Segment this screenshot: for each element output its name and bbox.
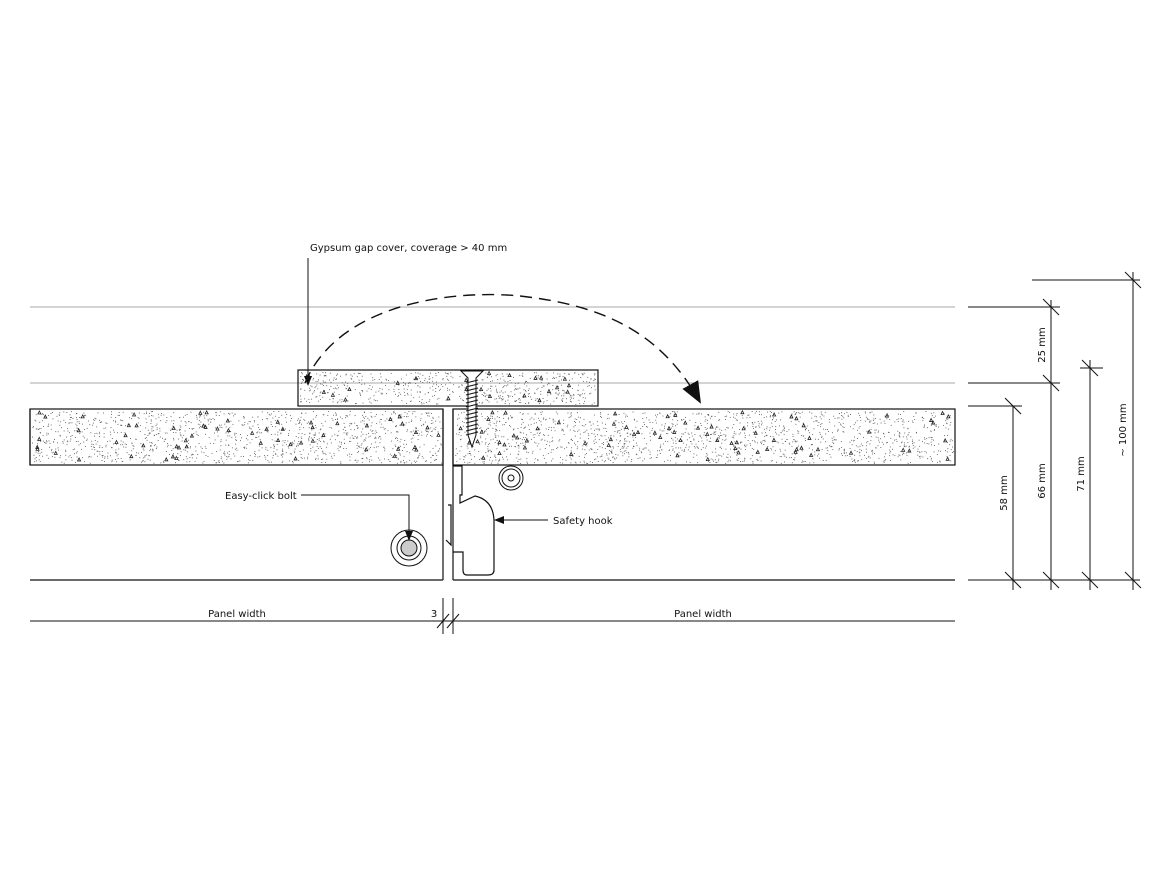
fixing-washer-icon	[498, 465, 524, 491]
bolt-label: Easy-click bolt	[225, 491, 297, 502]
right-panel-gypsum	[452, 408, 956, 466]
dim-58mm: 58 mm	[999, 475, 1010, 510]
safety-hook-icon	[445, 465, 495, 576]
panel-width-right-label: Panel width	[674, 609, 732, 620]
gap-cover-label: Gypsum gap cover, coverage > 40 mm	[310, 243, 507, 254]
screw-icon	[459, 370, 485, 449]
dim-71mm: 71 mm	[1076, 456, 1087, 491]
dim-100mm: ~ 100 mm	[1118, 403, 1129, 456]
dim-66mm: 66 mm	[1037, 463, 1048, 498]
bolt-leader	[301, 494, 413, 541]
left-panel-gypsum	[29, 408, 444, 466]
panel-width-left-label: Panel width	[208, 609, 266, 620]
easy-click-bolt-icon	[390, 529, 428, 567]
hook-label: Safety hook	[553, 516, 613, 527]
height-dimensions	[968, 272, 1140, 590]
gap-width-label: 3	[431, 609, 437, 620]
rotation-arrow	[304, 293, 701, 404]
gypsum-texture	[32, 370, 954, 464]
gap-cover-board	[297, 369, 599, 407]
dim-25mm: 25 mm	[1037, 327, 1048, 362]
